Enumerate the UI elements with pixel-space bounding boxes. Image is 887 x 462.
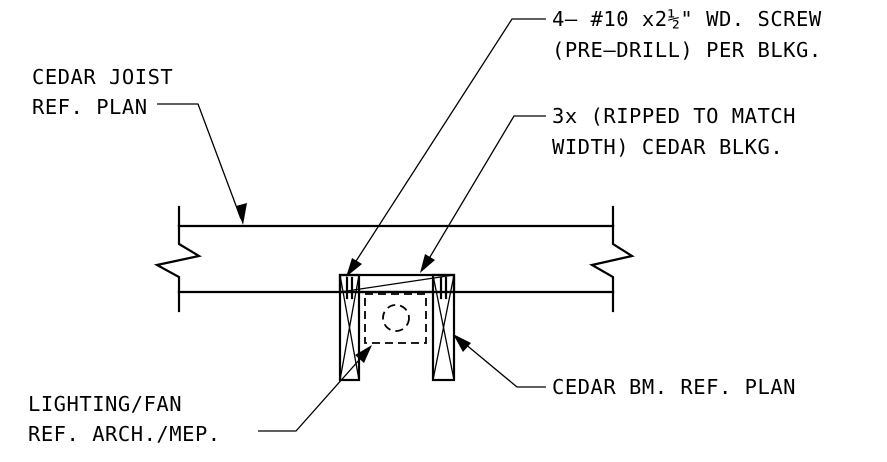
joist-label-line2: REF. PLAN xyxy=(32,95,148,119)
screw-label-line1: 4– #10 x2½" WD. SCREW xyxy=(552,7,822,31)
left-break-line xyxy=(153,224,202,294)
lighting-leader xyxy=(258,345,372,432)
joist-leader xyxy=(157,103,247,225)
cedar-joist xyxy=(153,205,635,313)
blocking-label-line1: 3x (RIPPED TO MATCH xyxy=(552,104,796,128)
beam-label: CEDAR BM. REF. PLAN xyxy=(552,375,796,399)
screw-leader xyxy=(346,18,546,277)
beam-leader xyxy=(453,334,546,388)
cedar-beam-right-ply xyxy=(431,273,456,382)
screw-label-line2: (PRE–DRILL) PER BLKG. xyxy=(552,38,822,62)
cedar-beam-left-ply xyxy=(338,273,361,382)
blocking-leader xyxy=(420,115,546,273)
lighting-fan-box xyxy=(364,293,427,344)
lighting-label-line1: LIGHTING/FAN xyxy=(28,392,182,416)
blocking-label-line2: WIDTH) CEDAR BLKG. xyxy=(552,135,783,159)
lighting-label-line2: REF. ARCH./MEP. xyxy=(28,422,221,446)
right-break-line xyxy=(588,224,635,294)
screws xyxy=(345,276,448,300)
joist-label-line1: CEDAR JOIST xyxy=(32,65,173,89)
